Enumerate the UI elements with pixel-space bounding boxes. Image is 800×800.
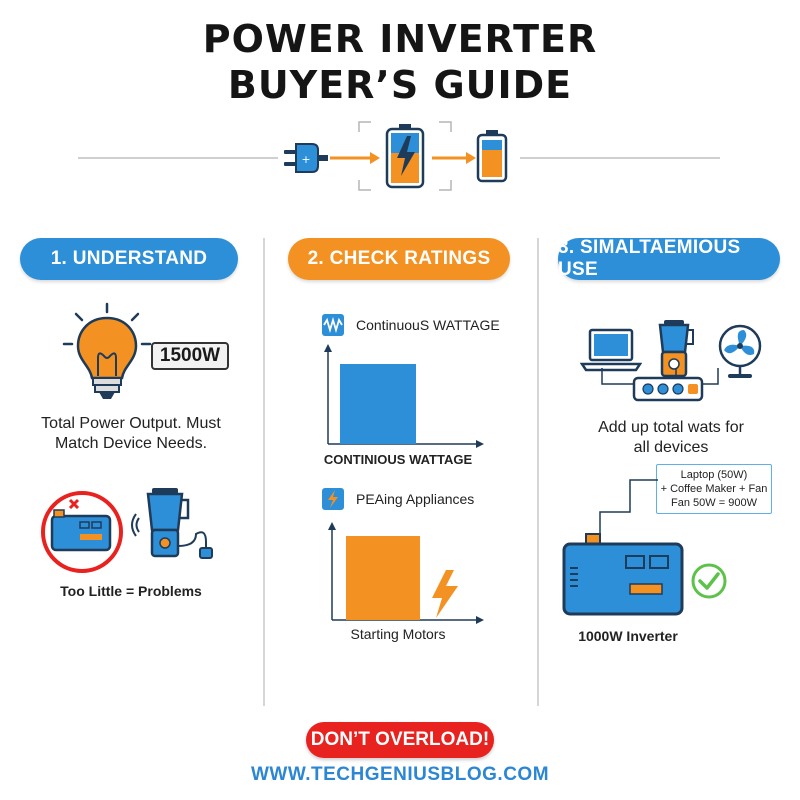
chart2-caption: Starting Motors: [350, 626, 446, 642]
website-url[interactable]: WWW.TECHGENIUSBLOG.COM: [250, 764, 550, 785]
battery-charging-icon: [358, 121, 452, 191]
wattage-tag: 1500W: [151, 342, 229, 370]
inverter-icon: [41, 491, 123, 573]
fan-icon: [718, 324, 762, 378]
callout-line2: + Coffee Maker + Fan: [660, 483, 768, 495]
continuous-wattage-bar: [340, 364, 416, 444]
svg-text:+: +: [301, 153, 310, 166]
blender-icon: [658, 320, 694, 378]
page-title-line2: BUYER’S GUIDE: [227, 63, 573, 107]
blender-icon: [146, 488, 213, 559]
lightning-icon: [322, 488, 344, 510]
body-text-line1: Total Power Output. Must: [41, 415, 221, 432]
callout-connector: [599, 479, 658, 536]
peak-wattage-bar: [346, 536, 420, 620]
column-divider: [263, 238, 265, 706]
peak-wattage-chart: [328, 522, 484, 624]
device-total-callout: Laptop (50W) + Coffee Maker + Fan Fan 50…: [656, 464, 772, 514]
battery-half-icon: [476, 130, 508, 183]
checkmark-icon: [691, 563, 727, 599]
hero-divider-left: [78, 157, 278, 159]
continuous-wattage-chart: [324, 344, 484, 448]
page-title-line1: POWER INVERTER: [202, 17, 598, 61]
section-pill-simultaneous-use: 3. SIMALTAEMIOUS USE: [558, 237, 780, 280]
lightning-bolt-icon: [432, 570, 458, 618]
body-text-line2: all devices: [633, 439, 709, 456]
inverter-icon: [562, 533, 684, 616]
lightbulb-icon: [62, 302, 152, 399]
chart1-caption: CONTINIOUS WATTAGE: [323, 452, 473, 467]
dont-overload-banner: DON’T OVERLOAD!: [306, 722, 494, 758]
body-text-line2: Match Device Needs.: [54, 435, 208, 452]
callout-line1: Laptop (50W): [680, 469, 748, 481]
section-pill-understand: 1. UNDERSTAND: [20, 238, 238, 280]
section-pill-check-ratings: 2. CHECK RATINGS: [288, 238, 510, 280]
power-strip-icon: [601, 368, 719, 402]
peak-appliances-label: PEAing Appliances: [356, 491, 475, 507]
section-caption: Too Little = Problems: [60, 583, 202, 599]
arrow-right-icon: [330, 152, 380, 164]
arrow-right-icon: [432, 152, 476, 164]
body-text-line1: Add up total wats for: [598, 419, 744, 436]
plug-icon: +: [284, 143, 328, 173]
column-divider: [537, 238, 539, 706]
section-caption: 1000W Inverter: [578, 628, 678, 644]
callout-line3: Fan 50W = 900W: [671, 497, 757, 509]
continuous-wattage-label: ContinuouS WATTAGE: [356, 317, 500, 333]
waveform-icon: [322, 314, 344, 336]
hero-divider-right: [520, 157, 720, 159]
laptop-icon: [580, 328, 642, 372]
sound-waves-icon: [131, 513, 140, 537]
